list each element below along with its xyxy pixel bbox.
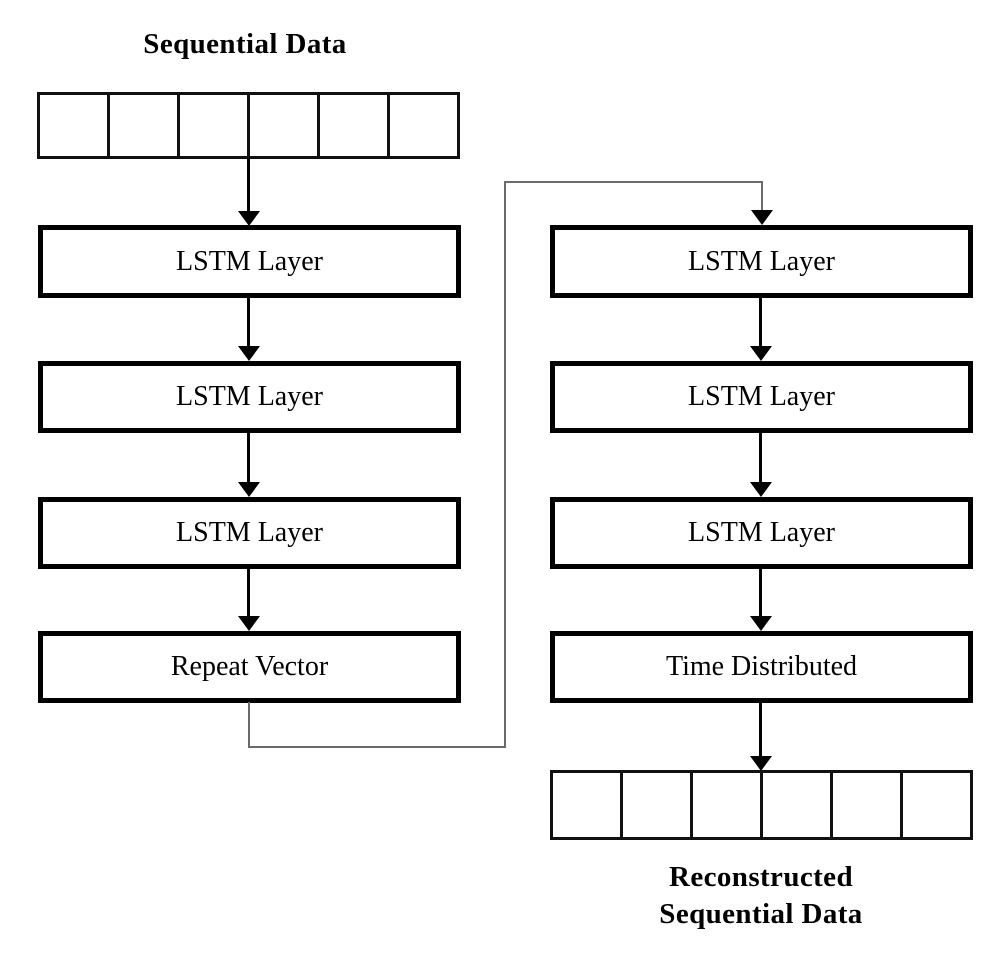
output-sequence-cell bbox=[693, 773, 763, 837]
input-sequence-cell bbox=[110, 95, 180, 156]
connector-repeat-vector-down bbox=[248, 702, 250, 748]
arrow-decoder-lstm-1-to-2 bbox=[750, 298, 772, 361]
decoder-lstm-layer-3-label: LSTM Layer bbox=[688, 517, 835, 548]
input-sequence-cell bbox=[320, 95, 390, 156]
output-sequence-grid bbox=[550, 770, 973, 840]
input-sequence-cell bbox=[40, 95, 110, 156]
encoder-lstm-layer-1[interactable]: LSTM Layer bbox=[38, 225, 461, 298]
output-sequence-cell bbox=[833, 773, 903, 837]
time-distributed-layer[interactable]: Time Distributed bbox=[550, 631, 973, 703]
arrow-encoder-lstm-3-to-repeat-vector bbox=[238, 569, 260, 631]
page-title-sequential-data: Sequential Data bbox=[143, 28, 347, 60]
arrow-time-distributed-to-output bbox=[750, 703, 772, 771]
encoder-lstm-layer-3-label: LSTM Layer bbox=[176, 517, 323, 548]
arrow-input-to-encoder-lstm-1 bbox=[238, 159, 260, 226]
connector-repeat-vector-right bbox=[248, 746, 506, 748]
decoder-lstm-layer-2[interactable]: LSTM Layer bbox=[550, 361, 973, 433]
connector-skip-down-to-decoder bbox=[761, 181, 763, 211]
page-title-reconstructed-sequential-data: Reconstructed Sequential Data bbox=[659, 861, 863, 930]
decoder-lstm-layer-1[interactable]: LSTM Layer bbox=[550, 225, 973, 298]
decoder-lstm-layer-2-label: LSTM Layer bbox=[688, 381, 835, 412]
arrow-encoder-lstm-1-to-2 bbox=[238, 298, 260, 361]
input-sequence-cell bbox=[250, 95, 320, 156]
input-sequence-cell bbox=[390, 95, 457, 156]
output-sequence-cell bbox=[553, 773, 623, 837]
connector-skip-across-top bbox=[504, 181, 763, 183]
encoder-lstm-layer-1-label: LSTM Layer bbox=[176, 245, 323, 277]
encoder-lstm-layer-3[interactable]: LSTM Layer bbox=[38, 497, 461, 569]
output-sequence-cell bbox=[763, 773, 833, 837]
output-sequence-cell bbox=[903, 773, 970, 837]
repeat-vector-layer[interactable]: Repeat Vector bbox=[38, 631, 461, 703]
input-sequence-cell bbox=[180, 95, 250, 156]
arrow-decoder-lstm-3-to-time-distributed bbox=[750, 569, 772, 631]
output-sequence-cell bbox=[623, 773, 693, 837]
time-distributed-layer-label: Time Distributed bbox=[665, 651, 858, 682]
encoder-lstm-layer-2-label: LSTM Layer bbox=[176, 381, 323, 412]
arrow-encoder-lstm-2-to-3 bbox=[238, 433, 260, 497]
decoder-lstm-layer-3[interactable]: LSTM Layer bbox=[550, 497, 973, 569]
arrowhead-connector-to-decoder-lstm-1 bbox=[751, 210, 773, 225]
encoder-lstm-layer-2[interactable]: LSTM Layer bbox=[38, 361, 461, 433]
decoder-lstm-layer-1-label: LSTM Layer bbox=[688, 245, 835, 277]
connector-skip-up bbox=[504, 181, 506, 748]
repeat-vector-layer-label: Repeat Vector bbox=[170, 651, 329, 682]
input-sequence-grid bbox=[37, 92, 460, 159]
arrow-decoder-lstm-2-to-3 bbox=[750, 433, 772, 497]
